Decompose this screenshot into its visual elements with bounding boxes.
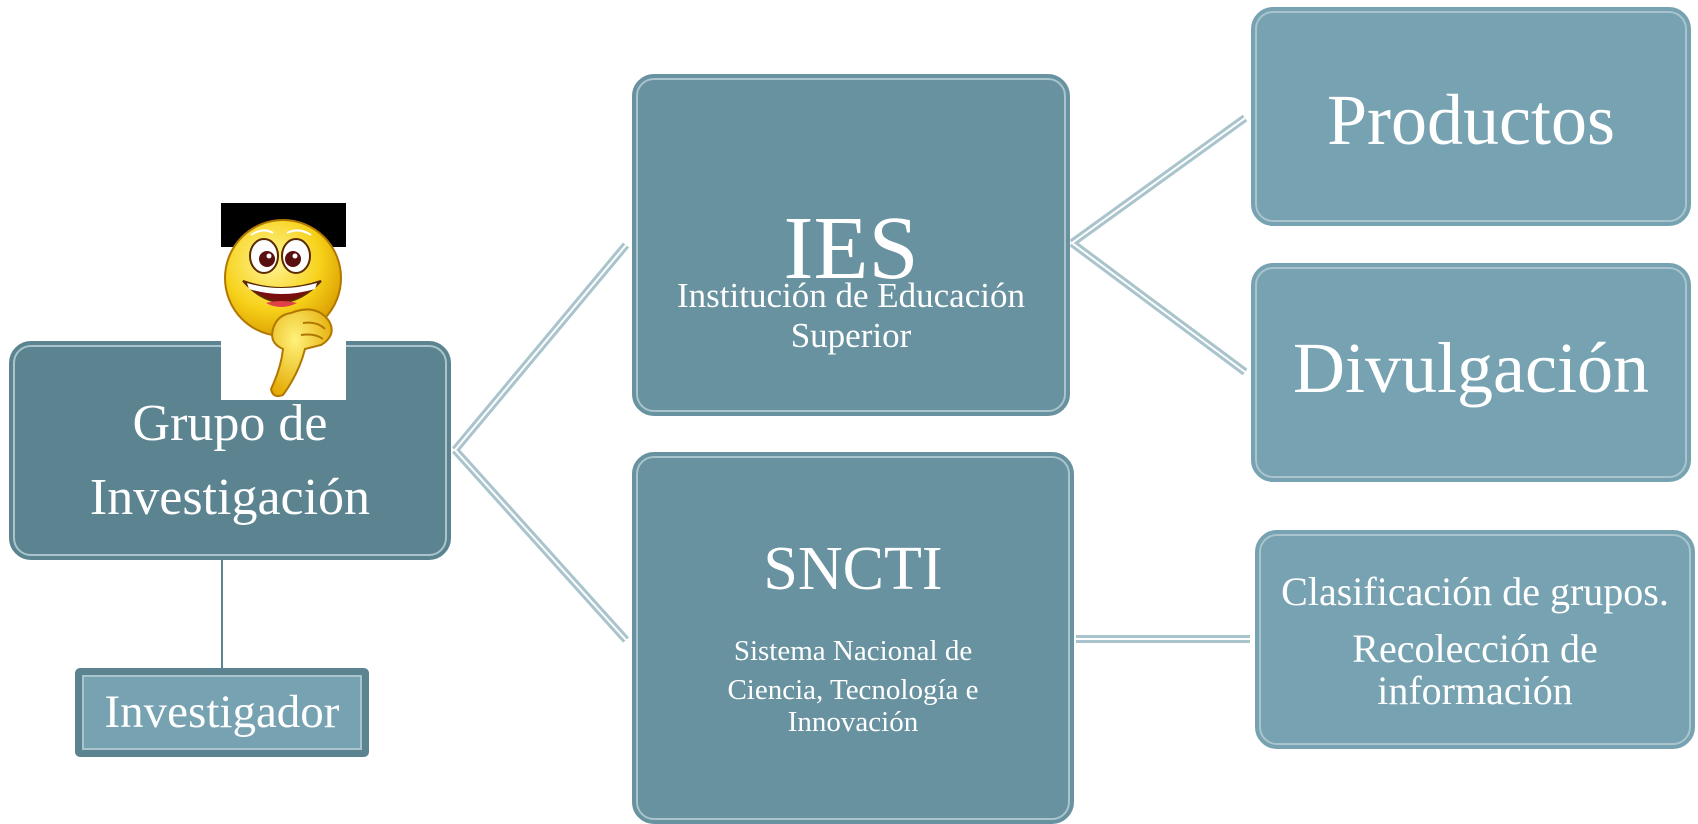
- node-grupo-line1: Grupo de: [132, 395, 328, 452]
- pointing-smiley-icon: [221, 203, 346, 400]
- node-ies: IES Institución de Educación Superior: [632, 74, 1070, 416]
- node-sncti-subtitle-line1: Sistema Nacional de: [733, 635, 973, 667]
- node-investigador-label: Investigador: [82, 675, 362, 750]
- node-clasificacion: Clasificación de grupos. Recolección de …: [1255, 530, 1695, 749]
- node-sncti-subtitle: Sistema Nacional de Ciencia, Tecnología …: [654, 629, 1052, 737]
- node-clasificacion-line3: información: [1377, 668, 1573, 713]
- node-productos-label: Productos: [1327, 80, 1615, 160]
- node-clasificacion-line1: Clasificación de grupos.: [1281, 569, 1669, 614]
- node-investigador: Investigador: [75, 668, 369, 757]
- node-sncti-subtitle-line2: Ciencia, Tecnología e: [727, 674, 979, 706]
- node-sncti-subtitle-line3: Innovación: [787, 706, 919, 738]
- node-clasificacion-lines: Recolección de información: [1267, 628, 1683, 712]
- node-sncti: SNCTI Sistema Nacional de Ciencia, Tecno…: [632, 452, 1074, 824]
- node-ies-subtitle-line1: Institución de Educación: [677, 276, 1025, 315]
- node-divulgacion-label: Divulgación: [1293, 328, 1649, 408]
- node-productos: Productos: [1251, 7, 1691, 226]
- node-divulgacion: Divulgación: [1251, 263, 1691, 482]
- node-grupo-label: Grupo de Investigación: [11, 387, 449, 535]
- node-sncti-title: SNCTI: [763, 535, 943, 603]
- node-ies-subtitle-line2: Superior: [790, 316, 912, 355]
- node-clasificacion-line2: Recolección de: [1352, 626, 1598, 671]
- node-ies-title: IES: [783, 199, 919, 298]
- node-grupo-line2: Investigación: [89, 469, 371, 526]
- node-ies-subtitle: Institución de Educación Superior: [654, 276, 1048, 356]
